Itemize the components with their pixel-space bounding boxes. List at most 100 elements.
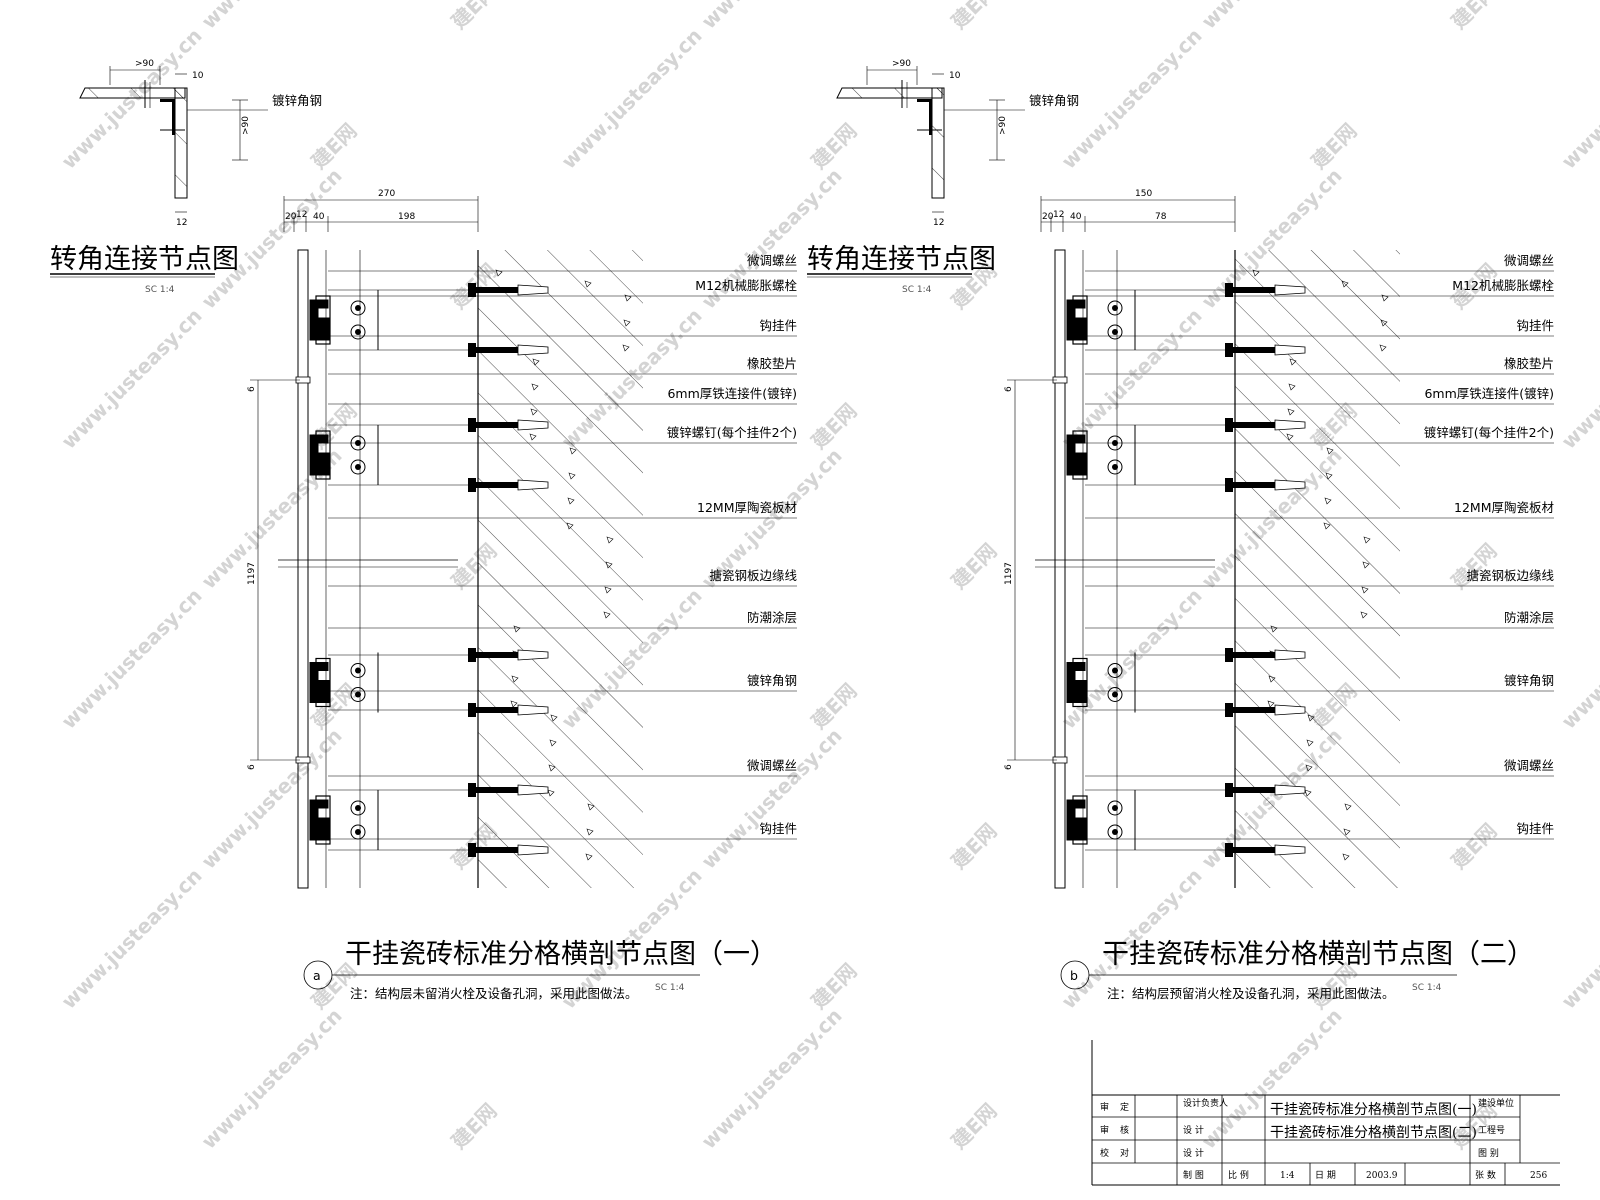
aggregate-mark [1270,625,1278,633]
aggregate-mark [1307,714,1315,722]
anchor-bolt [476,422,548,428]
aggregate-mark [1288,383,1296,391]
corner-label: 镀锌角钢 [272,93,322,108]
corner-scale: SC 1:4 [902,285,932,295]
watermark: www.justeasy.cn [1057,24,1207,174]
expansion-sleeve [1274,704,1306,716]
aggregate-mark [1326,447,1334,455]
watermark: 建E网 [447,0,502,34]
tb-row1-b: 定 [1120,1101,1129,1113]
tb-sheet: 256 [1530,1171,1547,1181]
bolt-nut [1225,478,1233,492]
aggregate-mark [605,561,613,569]
watermark: www.justeasy.cn [197,1004,347,1154]
bolt-nut [468,843,476,857]
adjust-screw [1107,663,1123,678]
anchor-bolt [1233,847,1305,853]
corner-dim-90: >90 [892,59,911,69]
aggregate-mark [1304,789,1312,797]
tb-drawing-name-2: 干挂瓷砖标准分格横剖节点图(二) [1270,1125,1477,1141]
aggregate-mark [568,472,576,480]
dim-198: 78 [1155,212,1167,222]
aggregate-mark [587,803,595,811]
watermark: www.justeasy.cn [57,864,207,1014]
watermark: 建E网 [447,1099,502,1154]
aggregate-mark [510,700,518,708]
bolt-nut [468,783,476,797]
callout-label: M12机械膨胀螺栓 [695,278,797,293]
watermark: 建E网 [0,259,1,314]
expansion-sleeve [517,704,549,716]
adjust-screw-core [1112,305,1118,311]
bolt-nut [1225,783,1233,797]
expansion-sleeve [1274,649,1306,661]
anchor-bolt [476,787,548,793]
expansion-sleeve [517,344,549,356]
expansion-sleeve [1274,844,1306,856]
tb-row3-b: 对 [1120,1147,1129,1159]
expansion-sleeve [517,479,549,491]
callout-label: 12MM厚陶瓷板材 [1454,500,1554,515]
aggregate-mark [603,611,611,619]
tb-scale: 1:4 [1280,1171,1295,1181]
aggregate-mark [1361,586,1369,594]
aggregate-mark [585,853,593,861]
dim-total-value: 270 [378,189,395,199]
corner-dim-90v: >90 [998,116,1008,135]
corner-dim-12: 12 [176,218,187,228]
tb-design-1: 设 计 [1183,1124,1204,1136]
aggregate-mark [1362,561,1370,569]
aggregate-mark [1363,536,1371,544]
aggregate-mark [623,319,631,327]
corner-slab [836,87,943,99]
watermark: 建E网 [947,1099,1002,1154]
adjust-screw-core [1112,805,1118,811]
anchor-bolt [476,482,548,488]
tb-row2-b: 核 [1120,1124,1129,1136]
hanger-clip [309,299,331,341]
corner-angle-steel [160,99,175,135]
aggregate-mark [513,625,521,633]
aggregate-mark [604,586,612,594]
anchor-bolt [1233,482,1305,488]
bolt-nut [468,648,476,662]
adjust-screw [350,800,366,816]
hanger-clip [1066,434,1088,476]
adjust-screw-core [355,667,361,674]
aggregate-mark [1287,408,1295,416]
dim-gap-bottom: 6 [247,764,257,770]
dim-height-value: 1197 [247,562,257,585]
hanger-clip [1066,299,1088,341]
dim-20: 20 [285,212,297,222]
watermark: www.justeasy.cn [1557,304,1600,454]
hanger-clip [1066,799,1088,841]
adjust-screw [350,459,366,475]
aggregate-mark [1267,700,1275,708]
corner-angle-steel [917,99,932,135]
aggregate-mark [529,433,537,441]
adjust-screw [350,663,366,678]
anchor-bolt [1233,287,1305,293]
clip-frame [315,430,331,480]
dim-40: 40 [313,212,325,222]
expansion-sleeve [517,649,549,661]
watermark: www.justeasy.cn [1557,864,1600,1014]
anchor-bolt [1233,707,1305,713]
corner-dim-10: 10 [949,71,961,81]
adjust-screw [1107,324,1123,340]
clip-frame [1072,430,1088,480]
callout-label: 微调螺丝 [747,253,797,268]
detail-scale: SC 1:4 [1412,983,1442,993]
watermark: www.justeasy.cn [57,584,207,734]
watermark: www.justeasy.cn [197,724,347,874]
expansion-sleeve [517,419,549,431]
dim-198: 198 [398,212,415,222]
anchor-bolt [1233,422,1305,428]
watermark: 建E网 [0,819,1,874]
aggregate-mark [567,497,575,505]
corner-scale: SC 1:4 [145,285,175,295]
tb-date-label: 日 期 [1315,1170,1336,1181]
corner-slab [79,87,186,99]
tb-drawing: 图 别 [1478,1148,1499,1159]
clip-frame [315,657,331,708]
